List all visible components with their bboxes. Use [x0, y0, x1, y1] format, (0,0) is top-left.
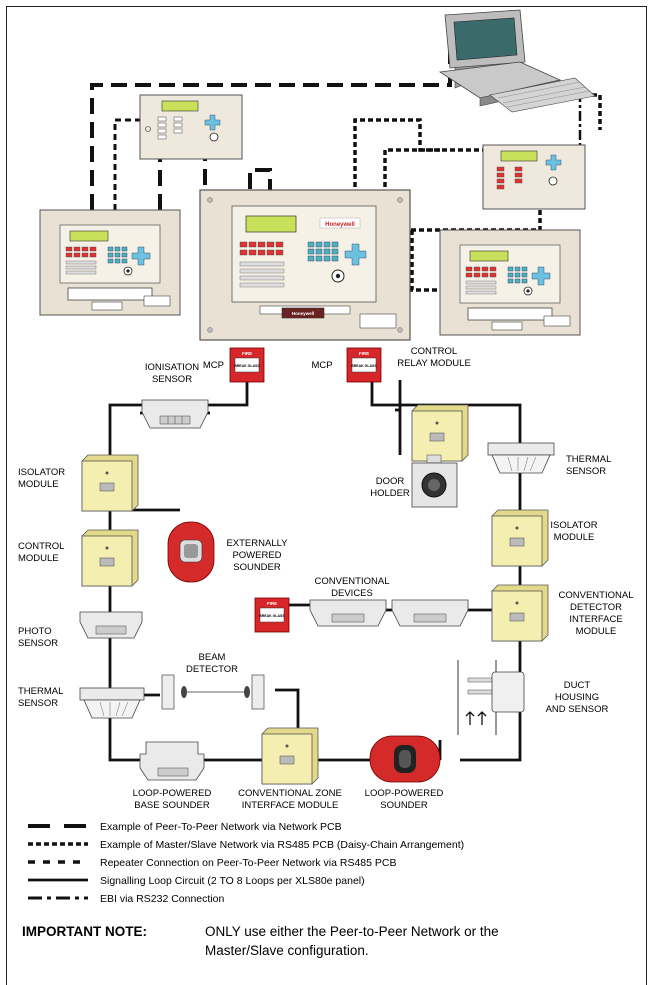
svg-text:Signalling Loop Circuit (2 TO: Signalling Loop Circuit (2 TO 8 Loops pe…: [100, 875, 365, 887]
externally-powered-sounder: [167, 521, 215, 583]
label-base-sounder-2: BASE SOUNDER: [134, 800, 210, 811]
label-base-sounder-1: LOOP-POWERED: [133, 788, 212, 799]
label-control-relay-2: RELAY MODULE: [397, 358, 471, 369]
fire-panel-right: [439, 229, 581, 336]
thermal-sensor-right: [487, 442, 555, 474]
label-ionisation-sensor-2: SENSOR: [152, 374, 192, 385]
label-conv-devices-2: DEVICES: [331, 588, 373, 599]
photo-sensor: [79, 611, 143, 639]
label-conv-devices-1: CONVENTIONAL: [315, 576, 390, 587]
isolator-module-left: [81, 454, 139, 512]
note-line-1: ONLY use either the Peer-to-Peer Network…: [205, 924, 499, 939]
label-beam-1: BEAM: [199, 652, 226, 663]
svg-text:FIRE: FIRE: [242, 351, 252, 356]
label-conv-detector-3: INTERFACE: [569, 614, 622, 625]
svg-text:Example of Peer-To-Peer Networ: Example of Peer-To-Peer Network via Netw…: [100, 821, 342, 833]
loop-powered-sounder: [369, 735, 441, 783]
repeater-panel-top-left: [139, 94, 243, 160]
label-control-module-2: MODULE: [18, 553, 59, 564]
label-conv-detector-1: CONVENTIONAL: [559, 590, 634, 601]
thermal-sensor-left: [79, 687, 145, 719]
svg-text:FIRE: FIRE: [359, 351, 369, 356]
note-line-2: Master/Slave configuration.: [205, 943, 369, 958]
legend-repeater: Repeater Connection on Peer-To-Peer Netw…: [28, 857, 396, 869]
brand-label-bottom: Honeywell: [292, 311, 314, 316]
label-duct-1: DUCT: [564, 680, 591, 691]
legend-ebi: EBI via RS232 Connection: [28, 893, 224, 905]
page-frame: [6, 6, 647, 985]
svg-text:BREAK GLASS: BREAK GLASS: [259, 614, 285, 618]
isolator-module-right: [491, 509, 549, 567]
device-labels: IONISATION SENSOR MCP MCP CONTROL RELAY …: [18, 346, 633, 811]
legend-master-slave: Example of Master/Slave Network via RS48…: [28, 839, 464, 851]
label-thermal-right-2: SENSOR: [566, 466, 606, 477]
ionisation-sensor: [141, 399, 209, 429]
label-door-holder-2: HOLDER: [370, 488, 410, 499]
label-photo-sensor-1: PHOTO: [18, 626, 52, 637]
label-conv-detector-4: MODULE: [576, 626, 617, 637]
label-ext-sounder-3: SOUNDER: [233, 562, 281, 573]
conventional-detector-interface-module: [491, 584, 549, 642]
door-holder: [411, 454, 458, 508]
conventional-zone-interface-module: [261, 727, 319, 785]
note-heading: IMPORTANT NOTE:: [22, 924, 147, 939]
computer: [438, 9, 596, 113]
control-relay-module: [411, 404, 469, 462]
svg-text:EBI via RS232 Connection: EBI via RS232 Connection: [100, 893, 224, 905]
beam-detector: [161, 674, 265, 710]
legend-signalling-loop: Signalling Loop Circuit (2 TO 8 Loops pe…: [28, 875, 365, 887]
label-ext-sounder-2: POWERED: [232, 550, 281, 561]
duct-housing-sensor: [457, 660, 525, 735]
svg-text:BREAK GLASS: BREAK GLASS: [234, 364, 260, 368]
label-conv-detector-2: DETECTOR: [570, 602, 622, 613]
label-mcp-right: MCP: [311, 360, 332, 371]
label-conv-zone-1: CONVENTIONAL ZONE: [238, 788, 342, 799]
mcp-right: FIRE BREAK GLASS: [346, 347, 382, 383]
label-isolator-right-2: MODULE: [554, 532, 595, 543]
label-door-holder-1: DOOR: [376, 476, 405, 487]
repeater-panel-right: [482, 144, 586, 210]
label-loop-sounder-2: SOUNDER: [380, 800, 428, 811]
conventional-devices: [309, 599, 469, 627]
label-ext-sounder-1: EXTERNALLY: [226, 538, 288, 549]
legend-peer-to-peer: Example of Peer-To-Peer Network via Netw…: [28, 821, 342, 833]
brand-label-top: Honeywell: [325, 222, 355, 228]
svg-text:FIRE: FIRE: [267, 601, 277, 606]
fire-panel-main: Honeywell Honeywell: [199, 189, 411, 341]
label-isolator-left-1: ISOLATOR: [18, 467, 65, 478]
loop-powered-base-sounder: [139, 741, 205, 781]
label-conv-zone-2: INTERFACE MODULE: [242, 800, 339, 811]
svg-text:BREAK GLASS: BREAK GLASS: [351, 364, 377, 368]
svg-text:Repeater Connection on Peer-To: Repeater Connection on Peer-To-Peer Netw…: [100, 857, 396, 869]
label-duct-2: HOUSING: [555, 692, 599, 703]
label-beam-2: DETECTOR: [186, 664, 238, 675]
fire-panel-left: [39, 209, 181, 316]
svg-text:Example of Master/Slave Networ: Example of Master/Slave Network via RS48…: [100, 839, 464, 851]
mcp-conventional: FIRE BREAK GLASS: [254, 597, 290, 633]
label-photo-sensor-2: SENSOR: [18, 638, 58, 649]
label-control-module-1: CONTROL: [18, 541, 64, 552]
legend: Example of Peer-To-Peer Network via Netw…: [28, 821, 464, 905]
label-duct-3: AND SENSOR: [546, 704, 609, 715]
label-mcp-left: MCP: [203, 360, 224, 371]
label-isolator-right-1: ISOLATOR: [550, 520, 597, 531]
label-loop-sounder-1: LOOP-POWERED: [365, 788, 444, 799]
label-control-relay-1: CONTROL: [411, 346, 457, 357]
label-thermal-right-1: THERMAL: [566, 454, 611, 465]
control-module: [81, 529, 139, 587]
label-isolator-left-2: MODULE: [18, 479, 59, 490]
mcp-left: FIRE BREAK GLASS: [229, 347, 265, 383]
label-thermal-left-1: THERMAL: [18, 686, 63, 697]
label-ionisation-sensor-1: IONISATION: [145, 362, 199, 373]
label-thermal-left-2: SENSOR: [18, 698, 58, 709]
important-note: IMPORTANT NOTE: ONLY use either the Peer…: [22, 924, 499, 958]
